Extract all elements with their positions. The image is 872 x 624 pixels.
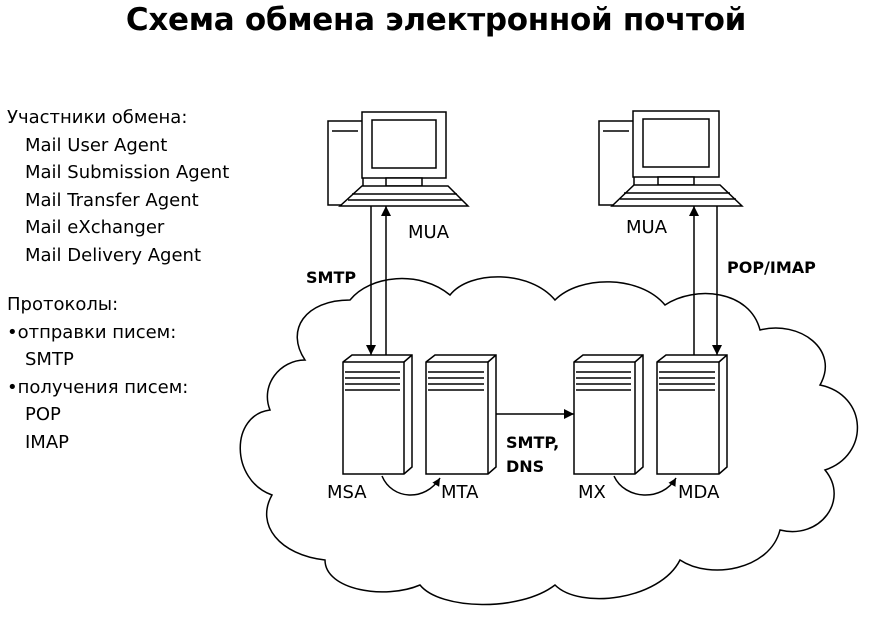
mda-label: MDA: [678, 482, 720, 503]
mx-label: MX: [578, 482, 606, 503]
mta-label: MTA: [441, 482, 479, 503]
participant-item: Mail Submission Agent: [25, 162, 230, 183]
smtp-dns-edge-label-line1: SMTP,: [506, 433, 559, 452]
msa-label: MSA: [327, 482, 367, 503]
right-computer-icon: [598, 110, 744, 207]
page-title: Схема обмена электронной почтой: [125, 2, 747, 38]
protocols-heading: Протоколы:: [7, 294, 119, 315]
send-protocol-item: SMTP: [25, 349, 74, 370]
legend: Участники обмена: Mail User Agent Mail S…: [7, 104, 229, 456]
left-mua-label: MUA: [408, 222, 450, 243]
pop-imap-edge-label: POP/IMAP: [727, 258, 816, 277]
arrow-msa-to-mta: [381, 475, 441, 496]
smtp-edge-label: SMTP: [306, 268, 356, 287]
arrow-mx-to-mda: [613, 475, 677, 496]
smtp-dns-edge-label-line2: DNS: [506, 457, 544, 476]
server-msa-icon: [342, 354, 413, 475]
left-computer-icon: [327, 111, 470, 207]
send-protocols-heading: •отправки писем:: [7, 321, 177, 343]
server-mda-icon: [656, 354, 728, 475]
participant-item: Mail Transfer Agent: [25, 189, 199, 211]
right-mua-label: MUA: [626, 217, 668, 238]
participant-item: Mail Delivery Agent: [25, 244, 202, 266]
participant-item: Mail eXchanger: [25, 217, 165, 238]
receive-protocol-item: POP: [25, 404, 61, 425]
receive-protocols-heading: •получения писем:: [7, 376, 189, 398]
server-mx-icon: [573, 354, 644, 475]
receive-protocol-item: IMAP: [25, 431, 70, 453]
server-mta-icon: [425, 354, 497, 475]
participants-heading: Участники обмена:: [7, 107, 188, 128]
participant-item: Mail User Agent: [25, 134, 168, 156]
